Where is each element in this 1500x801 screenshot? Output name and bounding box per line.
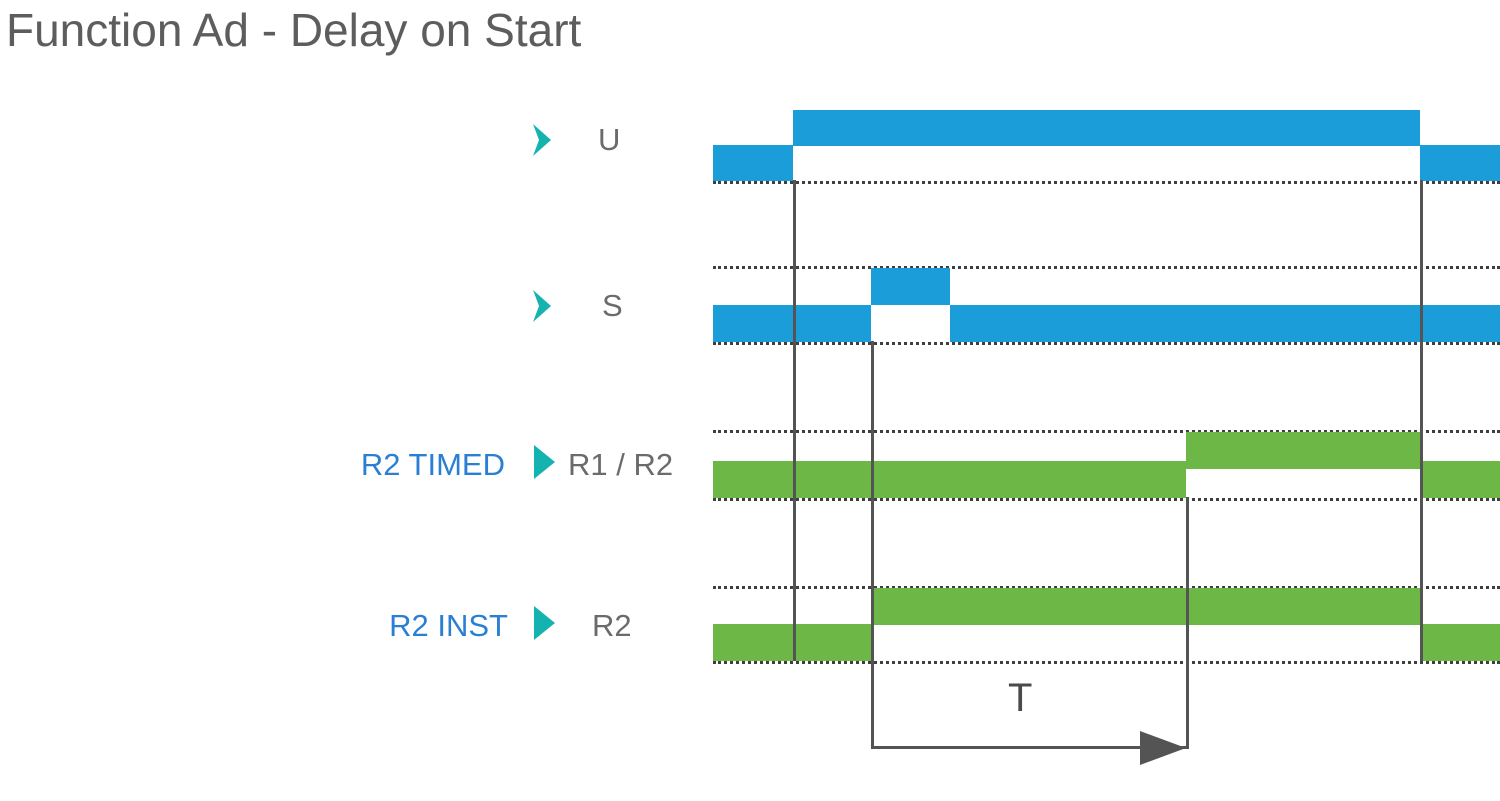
row-label-r1-r2: R1 / R2 — [568, 447, 674, 482]
row-label-r2-inst: R2 INST — [389, 608, 508, 643]
row-label-r2-timed: R2 TIMED — [360, 447, 505, 482]
signal-s-segment-low-start — [713, 305, 871, 342]
duration-arrow-head-icon — [1140, 731, 1186, 765]
signal-r2-top-guide — [713, 586, 1500, 589]
signal-r2-segment-low-end — [1420, 624, 1500, 661]
event-guide-line-1 — [793, 180, 796, 661]
signal-r2-baseline-guide — [713, 661, 1500, 664]
signal-s-top-guide — [713, 266, 1500, 269]
signal-s-segment-low-end — [950, 305, 1500, 342]
chevron-right-icon — [527, 120, 561, 160]
signal-s-baseline-guide — [713, 342, 1500, 345]
page-title: Function Ad - Delay on Start — [6, 4, 582, 56]
duration-arrow-line — [871, 746, 1186, 749]
signal-r1r2-segment-low-start — [713, 461, 1186, 498]
signal-s-segment-high-pulse — [871, 268, 950, 305]
signal-u-segment-low-start — [713, 145, 793, 181]
signal-u-segment-high — [793, 110, 1420, 146]
chevron-right-icon — [527, 286, 561, 326]
triangle-right-icon — [527, 603, 561, 643]
duration-label: T — [1008, 676, 1033, 720]
event-guide-line-3 — [1186, 497, 1189, 749]
signal-r2-segment-high — [871, 588, 1420, 625]
signal-r1r2-baseline-guide — [713, 498, 1500, 501]
signal-u-baseline-guide — [713, 181, 1500, 184]
event-guide-line-2 — [871, 341, 874, 749]
row-label-u: U — [598, 122, 621, 157]
row-label-r2: R2 — [592, 608, 632, 643]
row-label-s: S — [602, 288, 623, 323]
signal-r2-segment-low-start — [713, 624, 871, 661]
signal-r1r2-segment-low-end — [1420, 461, 1500, 498]
triangle-right-icon — [527, 442, 561, 482]
signal-r1r2-segment-high — [1186, 432, 1420, 469]
event-guide-line-4 — [1420, 180, 1423, 661]
signal-r1r2-top-guide — [713, 430, 1500, 433]
signal-u-segment-low-end — [1420, 145, 1500, 181]
